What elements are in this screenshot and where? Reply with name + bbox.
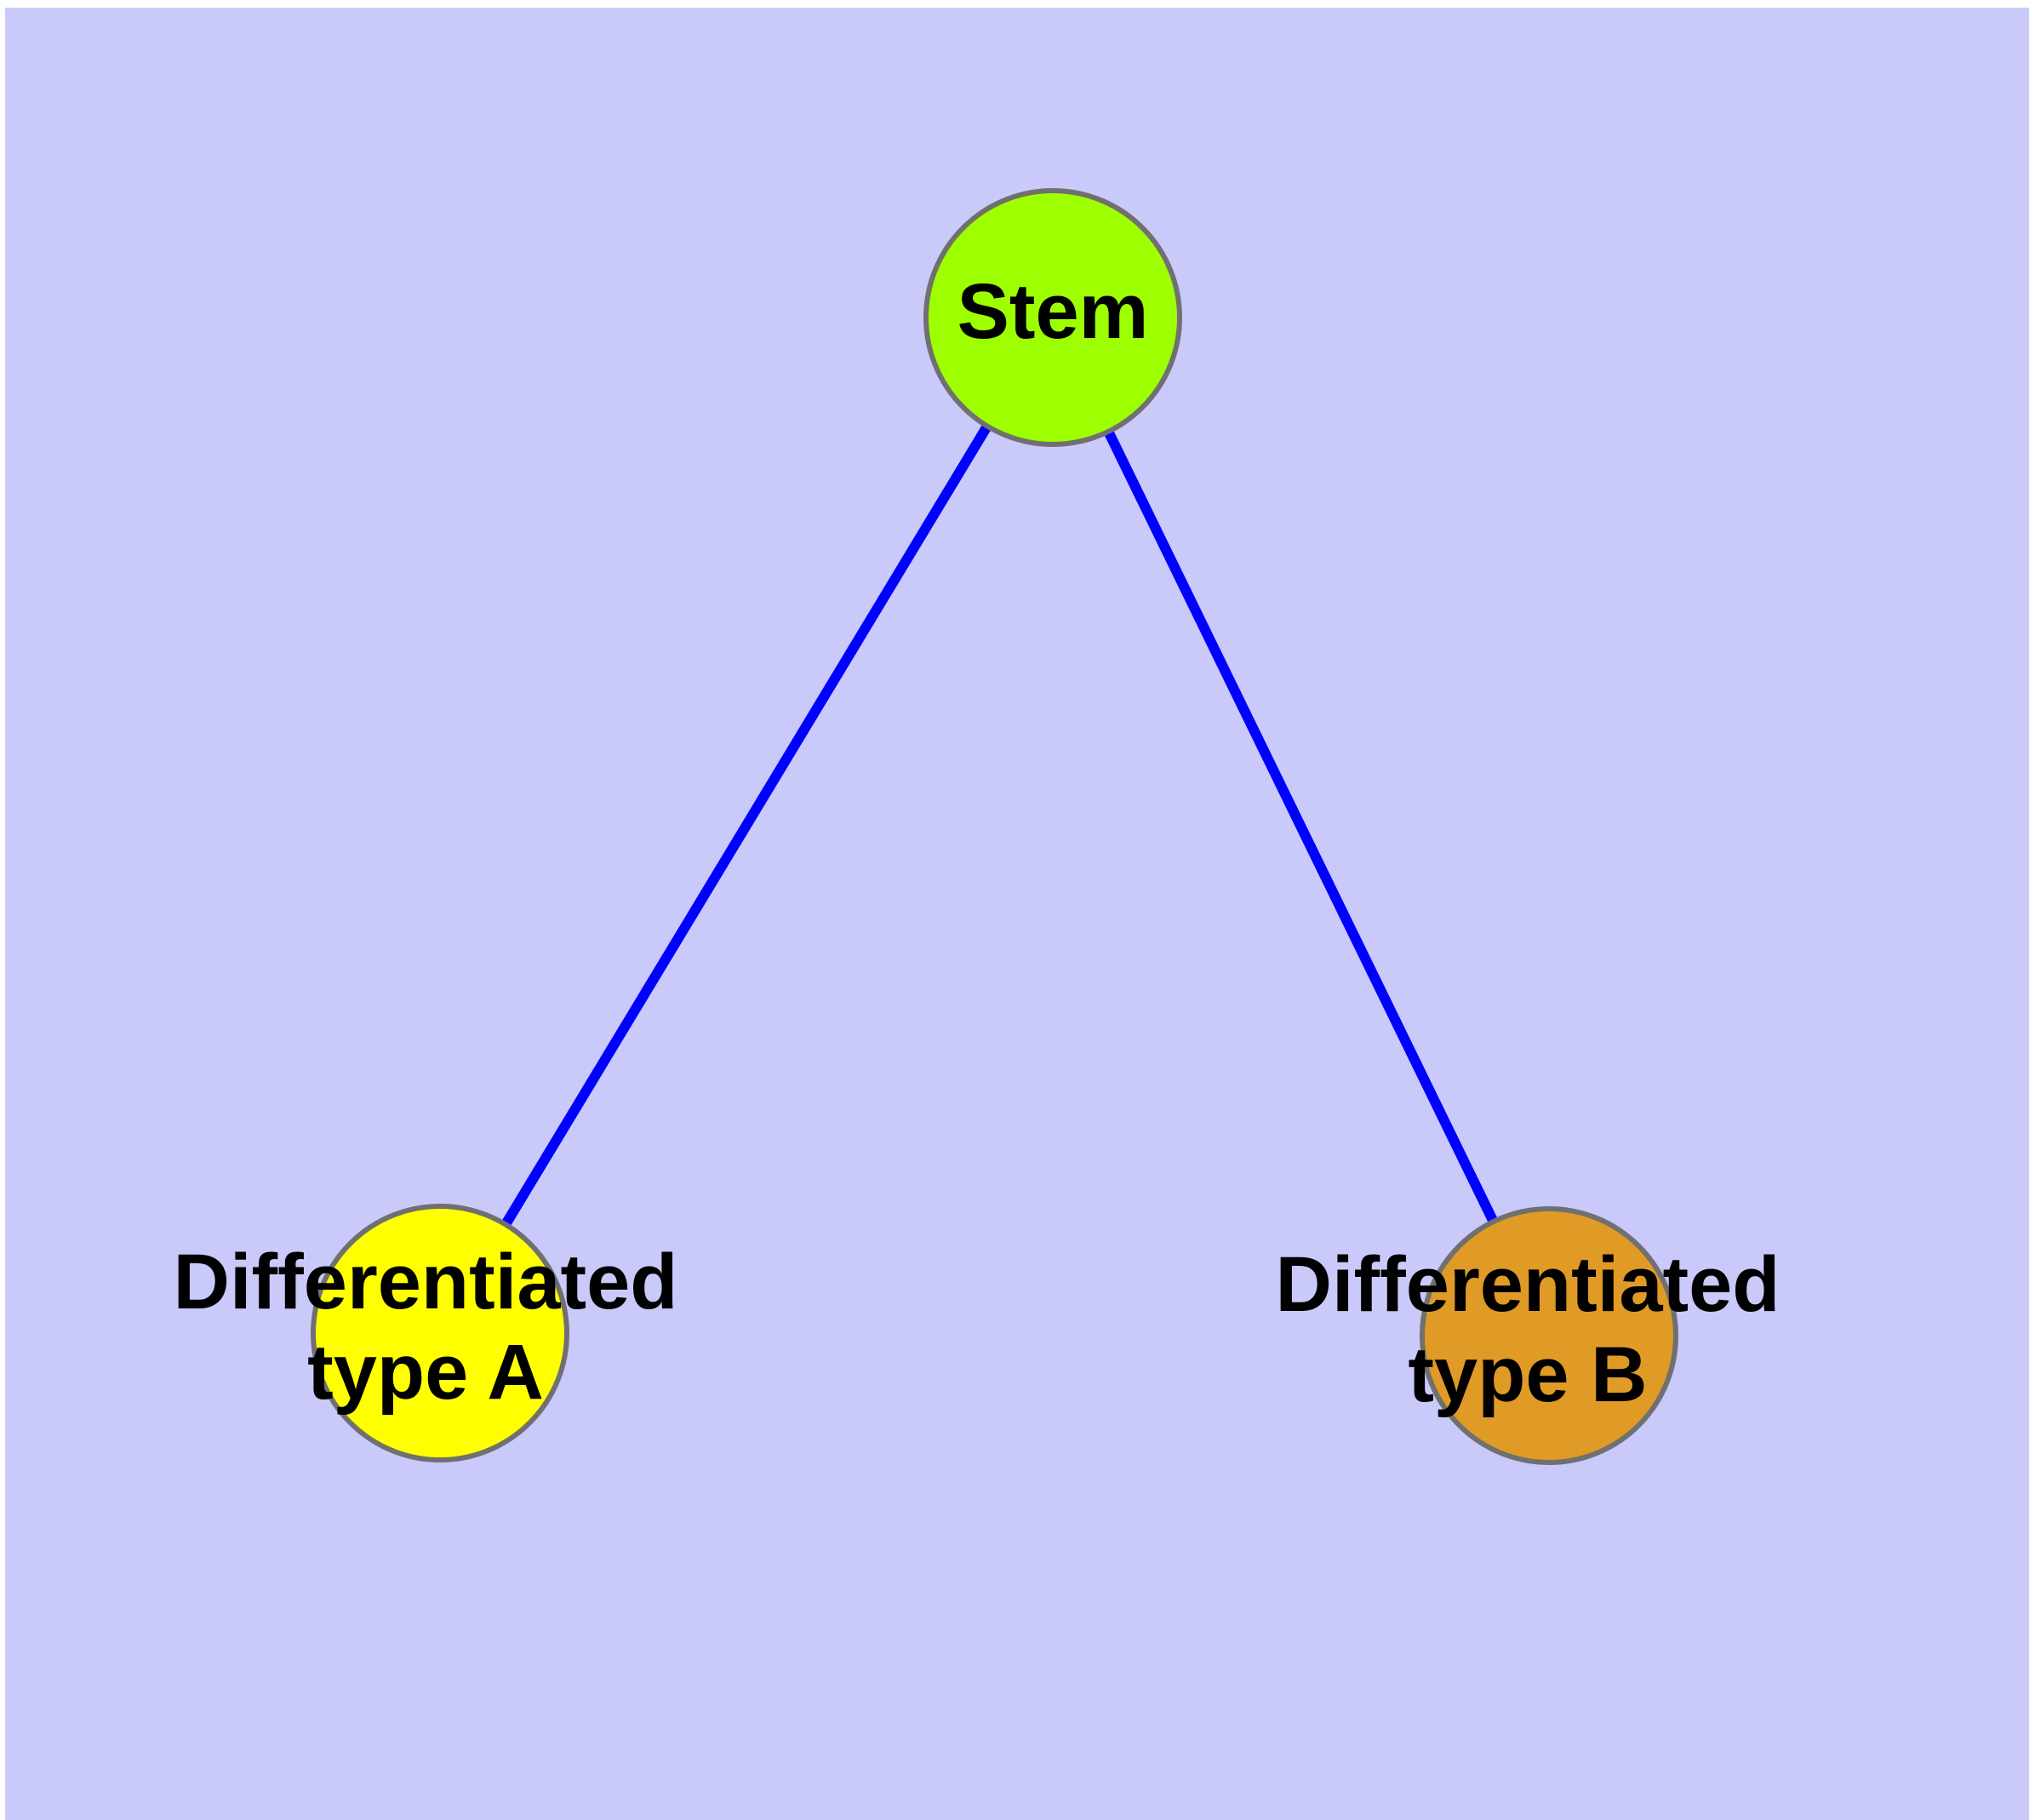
edge-layer <box>501 425 1498 1226</box>
node-label-line: Differentiated <box>1276 1241 1780 1328</box>
node-label-line: Differentiated <box>174 1239 678 1325</box>
node-label-line: Stem <box>957 268 1149 355</box>
node-stem[interactable] <box>923 188 1182 447</box>
node-diff_b[interactable] <box>1420 1206 1678 1465</box>
node-label-stem: Stem <box>957 268 1149 355</box>
node-layer <box>311 188 1678 1465</box>
node-label-line: type B <box>1408 1331 1647 1418</box>
edge-stem-diff-a[interactable] <box>501 425 992 1226</box>
node-diff_a[interactable] <box>311 1204 569 1462</box>
node-label-line: type A <box>307 1329 544 1416</box>
edge-stem-diff-b[interactable] <box>1104 431 1498 1222</box>
